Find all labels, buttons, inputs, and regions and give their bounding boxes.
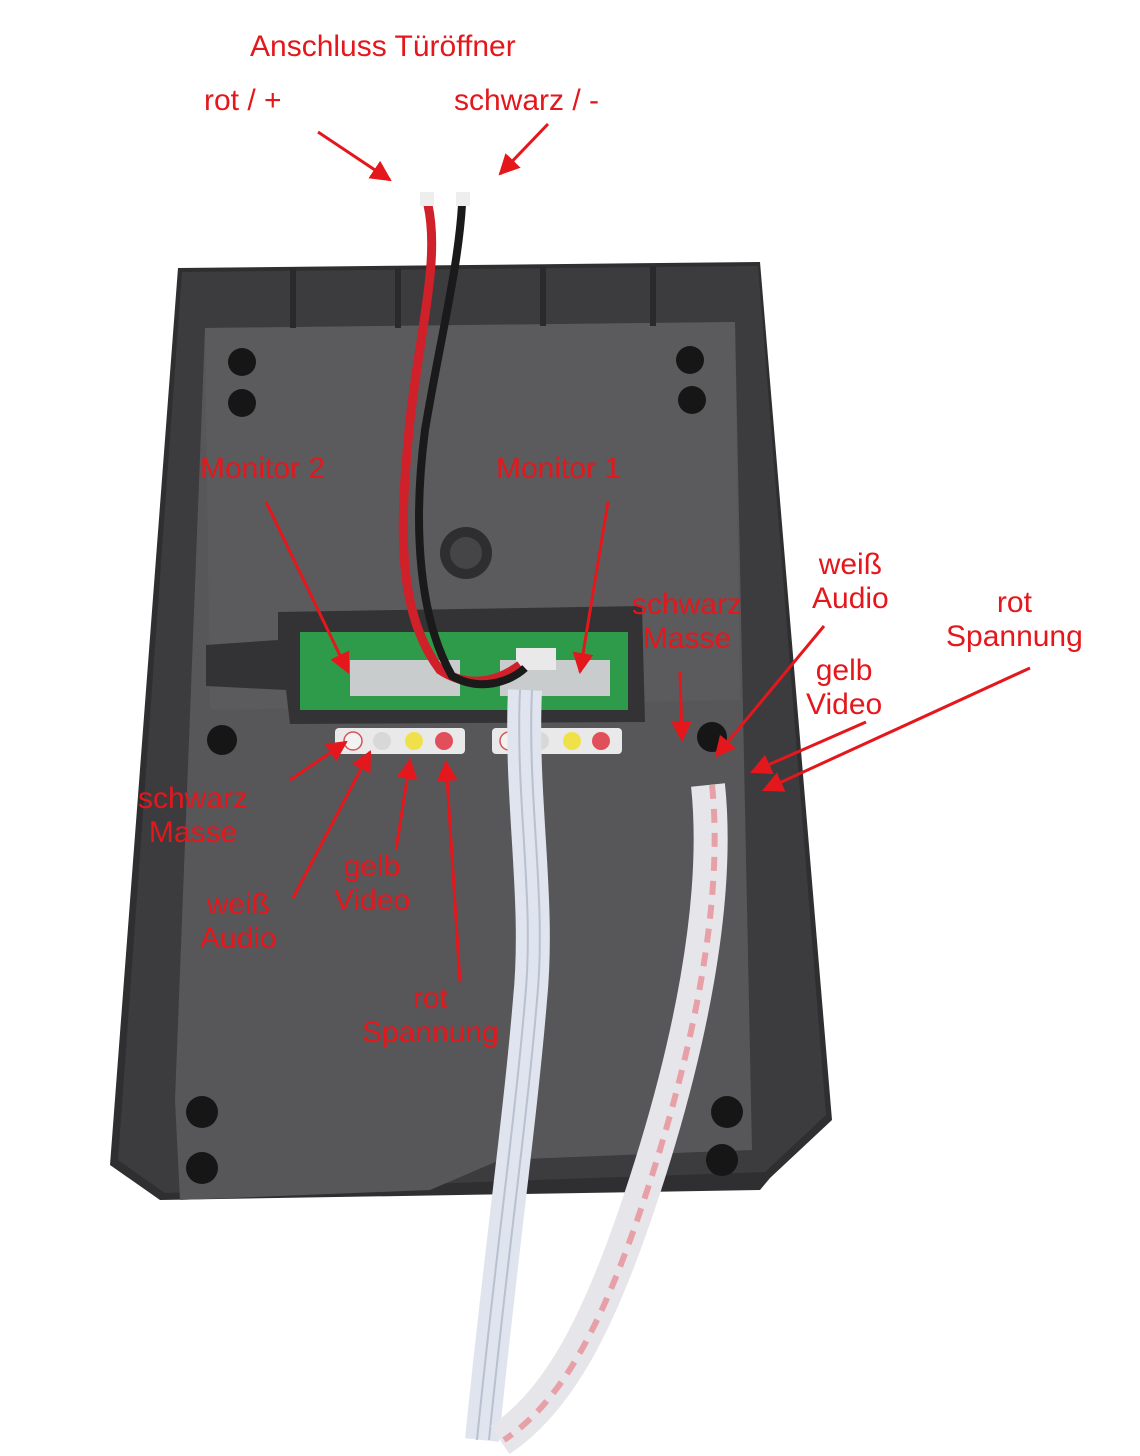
label-door-black: schwarz / -: [454, 84, 600, 117]
label-m2-black: schwarz Masse: [138, 782, 248, 850]
housing: [110, 262, 832, 1200]
label-m1-white-signal: Audio: [812, 582, 889, 615]
label-m1-red-signal: Spannung: [946, 620, 1083, 653]
label-m2-yellow-signal: Video: [334, 884, 411, 917]
label-m2-white-signal: Audio: [200, 922, 277, 955]
pcb-window: [206, 606, 645, 724]
annotation-arrows: [264, 122, 1031, 983]
label-m1-white-color: weiß: [818, 548, 883, 581]
screw-holes: [186, 346, 743, 1184]
ribbon-cable: [465, 689, 550, 1442]
label-m1-red: rot Spannung: [946, 586, 1083, 654]
label-title: Anschluss Türöffner: [250, 30, 516, 63]
label-monitor-2: Monitor 2: [200, 452, 326, 485]
label-m1-white: weiß Audio: [812, 548, 889, 616]
label-m1-black-signal: Masse: [642, 622, 732, 655]
label-m1-yellow-signal: Video: [806, 688, 883, 721]
label-m2-yellow: gelb Video: [334, 850, 410, 918]
label-m1-red-color: rot: [996, 586, 1032, 619]
label-m1-black-color: schwarz: [632, 588, 743, 621]
loose-ribbon-cable: [490, 783, 728, 1455]
label-m2-yellow-color: gelb: [343, 850, 401, 883]
label-m2-black-signal: Masse: [148, 816, 238, 849]
label-monitor-1: Monitor 1: [496, 452, 622, 485]
label-m2-red-color: rot: [412, 982, 448, 1015]
label-m2-white-color: weiß: [206, 888, 271, 921]
label-m1-yellow-color: gelb: [815, 654, 873, 687]
label-door-red: rot / +: [204, 84, 282, 117]
label-m1-black: schwarz Masse: [632, 588, 742, 656]
door-opener-wires: [398, 192, 528, 689]
label-m2-black-color: schwarz: [138, 782, 249, 815]
label-m2-red-signal: Spannung: [362, 1016, 499, 1049]
label-m2-white: weiß Audio: [200, 888, 277, 956]
label-m2-red: rot Spannung: [362, 982, 499, 1050]
label-m1-yellow: gelb Video: [806, 654, 882, 722]
